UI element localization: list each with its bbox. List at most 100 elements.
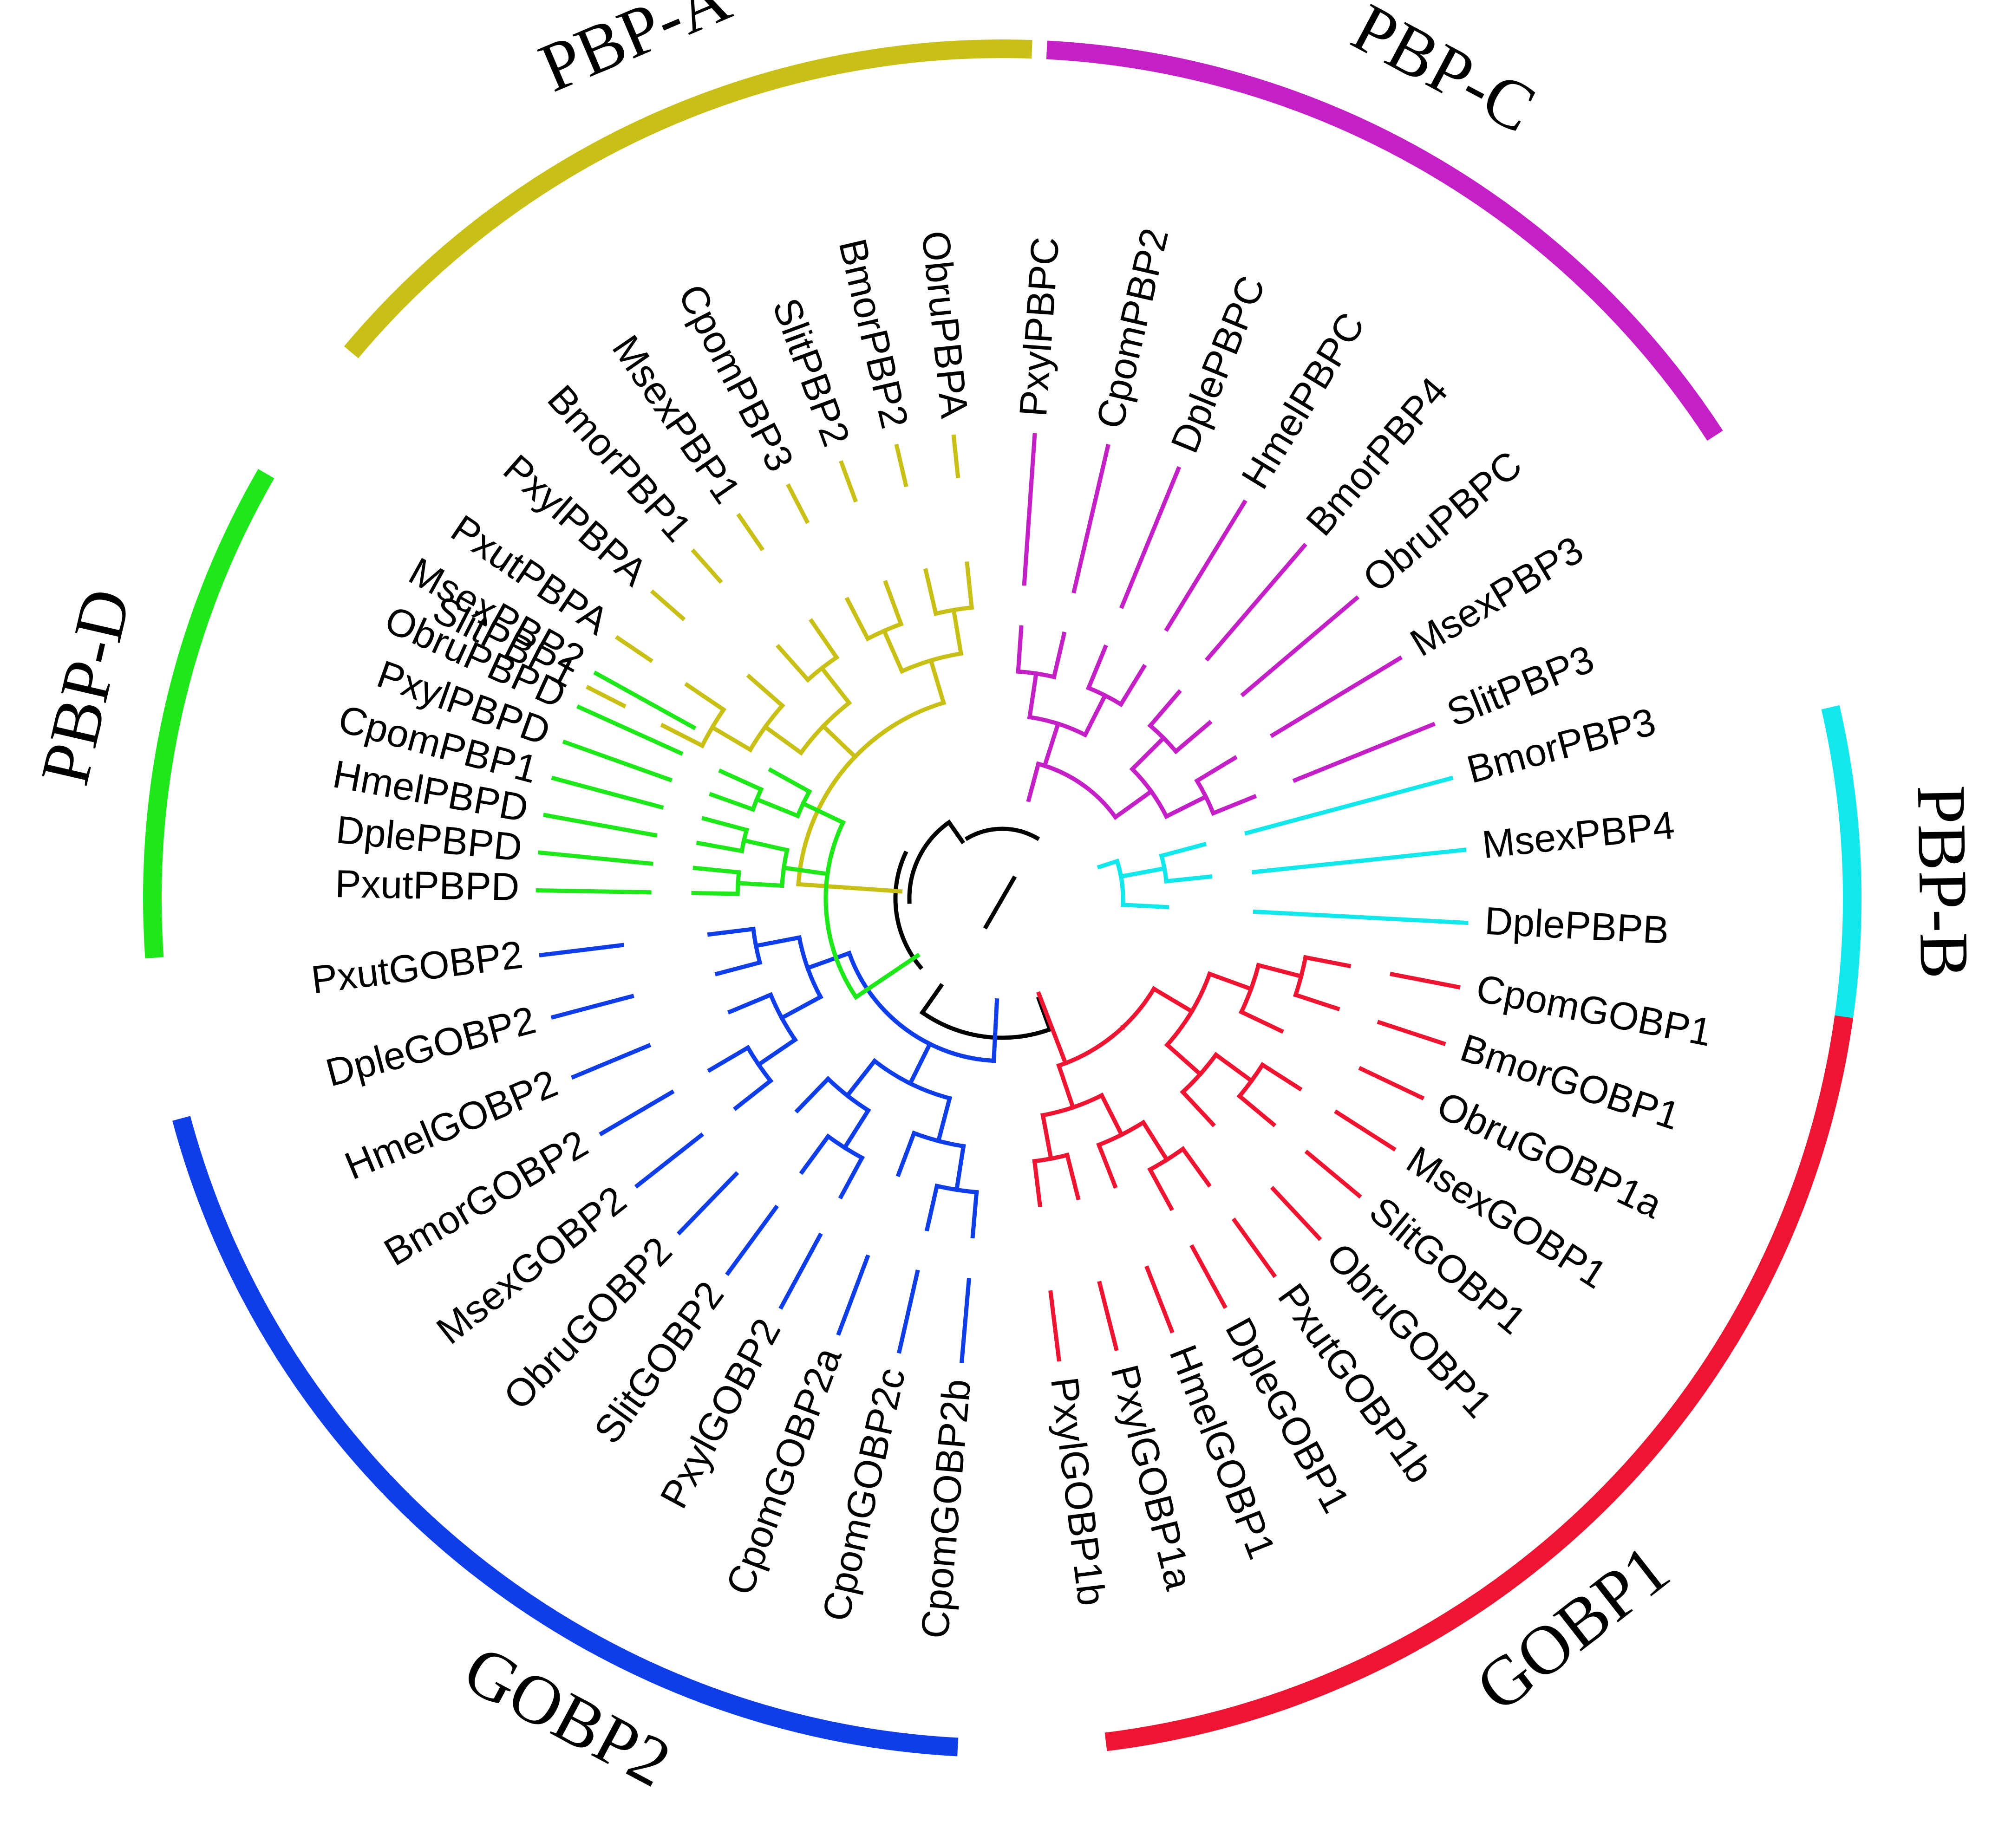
leaf-label: CpomGOBP2b — [913, 1377, 979, 1640]
clade-label: PBP-B — [1903, 785, 1983, 980]
leaf-branch — [959, 1277, 971, 1364]
clade-branch — [1260, 1062, 1303, 1092]
clade-branch — [1207, 971, 1254, 992]
leaf-label: MsexPBP4 — [1480, 803, 1677, 866]
clade-branch — [1151, 986, 1195, 1015]
clade-connector — [823, 845, 859, 1000]
clade-branch — [1096, 1142, 1118, 1189]
clade-branch — [718, 768, 764, 793]
clade-branch — [1082, 692, 1108, 738]
leaf-branch — [1270, 1185, 1322, 1241]
leaf-branch — [542, 813, 658, 838]
clade-branch — [709, 724, 753, 753]
leaf-branch — [576, 704, 684, 756]
clade-branch — [907, 1041, 933, 1087]
clade-branch — [970, 1190, 979, 1239]
clade-branch — [805, 950, 852, 971]
clade-arc-pbp-a — [344, 39, 1032, 358]
backbone-branch — [893, 850, 924, 970]
leaf-branch — [1304, 1149, 1362, 1199]
clade-branch — [1293, 992, 1340, 1012]
clade-branch — [881, 628, 905, 674]
clade-branch — [1159, 842, 1207, 859]
backbone-branch — [907, 819, 952, 904]
leaf-branch — [550, 994, 634, 1020]
leaf-label: CpomPBP2 — [1088, 224, 1176, 433]
leaf-branch — [551, 775, 664, 810]
clade-branch — [709, 792, 756, 812]
leaf-branch — [1269, 655, 1403, 738]
leaf-branch — [1377, 1020, 1446, 1047]
clade-connector — [823, 850, 859, 1000]
clade-branch — [1164, 1042, 1203, 1077]
leaf-branch — [1022, 433, 1037, 586]
clade-branch — [768, 767, 812, 794]
leaf-branch — [585, 684, 627, 709]
clade-branch — [1173, 720, 1213, 755]
leaf-label: DplePBPB — [1483, 899, 1670, 952]
leaf-branch — [1144, 1265, 1175, 1334]
clade-node — [852, 700, 947, 760]
leaf-branch — [593, 670, 697, 730]
clade-label: GOBP1 — [1462, 1530, 1684, 1726]
clade-branch — [923, 568, 939, 616]
clade-branch — [756, 1037, 798, 1068]
clade-branch — [1238, 1009, 1284, 1034]
leaf-branch — [614, 635, 653, 663]
leaf-branch — [836, 1254, 870, 1336]
clade-branch — [1180, 1089, 1216, 1127]
leaf-branch — [634, 1132, 704, 1189]
clade-branch — [924, 1183, 940, 1232]
clade-branch — [1164, 874, 1213, 884]
leaf-branch — [1164, 499, 1247, 632]
clade-arcs — [143, 39, 1862, 1757]
clade-branch — [794, 1076, 831, 1114]
clade-arc-pbp-c — [1046, 40, 1723, 441]
leaf-branch — [1334, 1109, 1397, 1152]
clade-branch — [819, 665, 852, 706]
leaf-branch — [1097, 1281, 1119, 1351]
clade-branch — [1210, 794, 1257, 816]
clade-branch — [696, 840, 745, 853]
clade-branch — [1099, 1092, 1125, 1138]
clade-branch — [1120, 902, 1169, 910]
clade-branch — [1032, 1158, 1043, 1208]
clade-branch — [762, 724, 804, 756]
clade-branch — [1256, 963, 1304, 979]
clade-branch — [714, 960, 763, 976]
clade-branch — [727, 992, 774, 1015]
clade-connector — [796, 721, 899, 887]
clade-branch — [799, 1133, 831, 1175]
clade-branch — [1236, 1093, 1277, 1127]
clade-branch — [707, 926, 756, 937]
clade-branch — [733, 1078, 774, 1111]
clade-branch — [779, 994, 823, 1021]
clade-branch — [1213, 1052, 1254, 1084]
clade-arc-pbp-b — [1821, 705, 1862, 1048]
leaf-branch — [1252, 847, 1467, 874]
leaf-branch — [676, 1171, 739, 1236]
clade-branch — [1056, 1063, 1076, 1110]
leaf-label: DplePBPC — [1163, 270, 1274, 459]
clade-branch — [1027, 671, 1039, 720]
clade-branch — [660, 722, 705, 748]
clade-branch — [844, 1058, 878, 1099]
clade-branch — [1112, 788, 1154, 820]
clade-branch — [820, 723, 858, 760]
clade-branch — [736, 881, 784, 888]
clade-branch — [1042, 721, 1061, 768]
leaf-branch — [599, 1089, 675, 1137]
clade-branch — [883, 580, 904, 627]
clade-branch — [1140, 1119, 1170, 1163]
clade-branch — [895, 1130, 917, 1178]
clade-stem — [796, 882, 903, 894]
leaf-branch — [897, 1269, 920, 1354]
clade-branch — [1303, 955, 1352, 969]
clade-branch — [1040, 1113, 1054, 1161]
clade-branch — [753, 935, 802, 949]
clade-stem — [1036, 991, 1068, 1066]
leaf-branch — [1240, 595, 1360, 697]
clade-label: GOBP2 — [452, 1630, 683, 1802]
